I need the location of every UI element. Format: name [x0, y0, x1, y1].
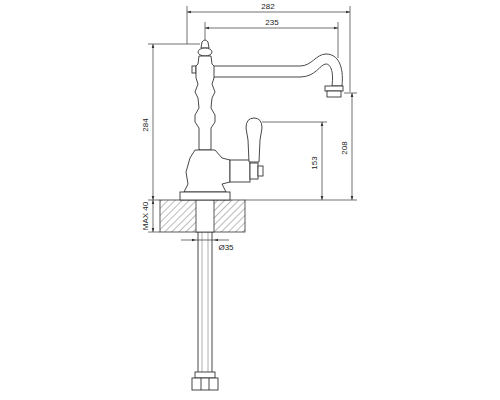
dimension-label: 235 [264, 19, 279, 27]
dimension-label: MAX 40 [142, 201, 150, 231]
dimension-lines [148, 6, 357, 240]
faucet-body [180, 40, 343, 200]
mounting-deck [160, 200, 245, 232]
dimension-label: 208 [341, 140, 349, 155]
dimension-label: 153 [311, 155, 319, 170]
dimension-label: 284 [142, 117, 150, 132]
dimension-label: Ø35 [217, 244, 234, 252]
dimension-label: 282 [260, 3, 275, 11]
supply-hose [192, 232, 218, 390]
